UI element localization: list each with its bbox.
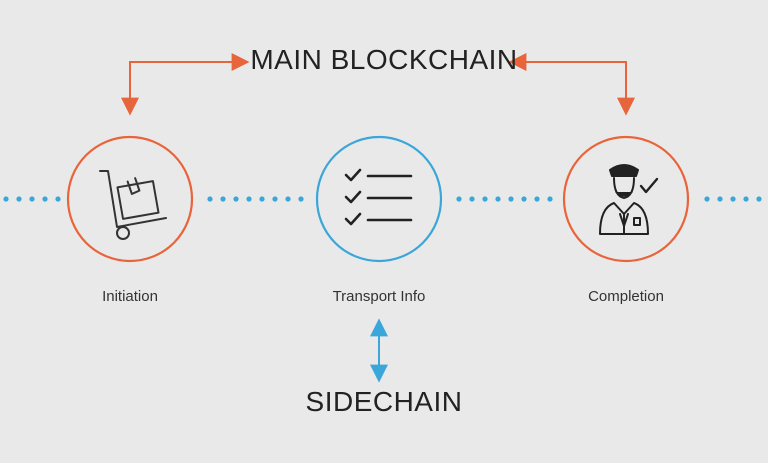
checklist-icon — [344, 168, 413, 226]
stage-label-completion: Completion — [588, 288, 664, 305]
inspector-check-icon — [599, 164, 659, 235]
main-chain-arrow-left — [121, 53, 250, 116]
initiation-circle — [66, 135, 194, 263]
completion-circle — [562, 135, 690, 263]
stage-label-initiation: Initiation — [102, 288, 158, 305]
stage-label-transport-info: Transport Info — [332, 288, 426, 305]
sidechain-label: SIDECHAIN — [305, 386, 463, 417]
main-blockchain-label: MAIN BLOCKCHAIN — [250, 44, 518, 75]
main-chain-arrow-right — [508, 53, 635, 116]
transport-info-circle — [315, 135, 443, 263]
chain-dots — [3, 196, 762, 202]
hand-truck-icon — [99, 170, 167, 240]
